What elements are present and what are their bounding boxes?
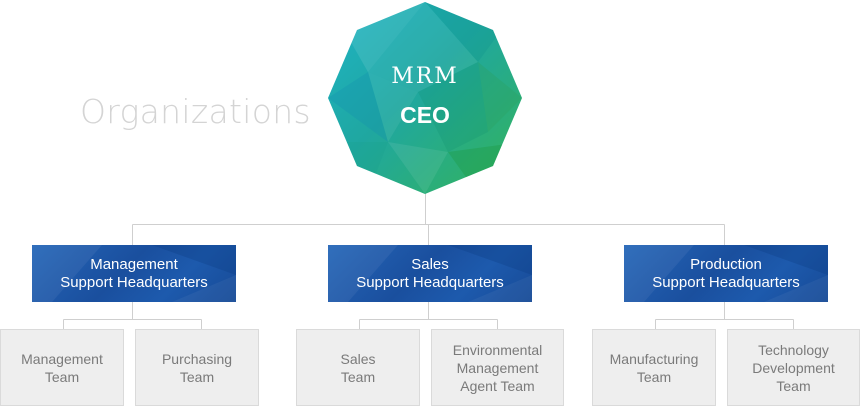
team-label-line: Management bbox=[453, 359, 543, 377]
team-label-line: Team bbox=[340, 368, 375, 386]
team-sales: Sales Team bbox=[296, 329, 420, 406]
team-manufacturing: Manufacturing Team bbox=[592, 329, 716, 406]
team-label: Purchasing Team bbox=[162, 350, 232, 386]
hq-label-line: Management bbox=[60, 256, 208, 274]
ceo-role: CEO bbox=[328, 102, 522, 129]
hq-label-line: Support Headquarters bbox=[60, 274, 208, 292]
hq-label: Sales Support Headquarters bbox=[356, 256, 504, 292]
team-label-line: Manufacturing bbox=[610, 350, 699, 368]
hq-management-support: Management Support Headquarters bbox=[32, 245, 236, 302]
team-label: Technology Development Team bbox=[752, 341, 835, 395]
ceo-brand: MRM bbox=[328, 64, 522, 89]
hq-label-line: Sales bbox=[356, 256, 504, 274]
team-label-line: Sales bbox=[340, 350, 375, 368]
hq-label-line: Production bbox=[652, 256, 800, 274]
team-label-line: Management bbox=[21, 350, 103, 368]
hq-label: Production Support Headquarters bbox=[652, 256, 800, 292]
team-label: Manufacturing Team bbox=[610, 350, 699, 386]
team-label: Sales Team bbox=[340, 350, 375, 386]
team-purchasing: Purchasing Team bbox=[135, 329, 259, 406]
team-technology-development: Technology Development Team bbox=[727, 329, 860, 406]
hq-production-support: Production Support Headquarters bbox=[624, 245, 828, 302]
team-label-line: Team bbox=[610, 368, 699, 386]
team-management: Management Team bbox=[0, 329, 124, 406]
team-label-line: Agent Team bbox=[453, 377, 543, 395]
team-label-line: Team bbox=[162, 368, 232, 386]
team-label-line: Technology bbox=[752, 341, 835, 359]
team-environmental-management-agent: Environmental Management Agent Team bbox=[431, 329, 564, 406]
ceo-octagon-shape bbox=[328, 2, 522, 194]
team-label-line: Development bbox=[752, 359, 835, 377]
ceo-node: MRM CEO bbox=[328, 2, 522, 194]
hq-label-line: Support Headquarters bbox=[652, 274, 800, 292]
team-label-line: Purchasing bbox=[162, 350, 232, 368]
team-label-line: Team bbox=[752, 377, 835, 395]
team-label-line: Environmental bbox=[453, 341, 543, 359]
team-label: Environmental Management Agent Team bbox=[453, 341, 543, 395]
hq-sales-support: Sales Support Headquarters bbox=[328, 245, 532, 302]
hq-label-line: Support Headquarters bbox=[356, 274, 504, 292]
hq-label: Management Support Headquarters bbox=[60, 256, 208, 292]
team-label-line: Team bbox=[21, 368, 103, 386]
team-label: Management Team bbox=[21, 350, 103, 386]
